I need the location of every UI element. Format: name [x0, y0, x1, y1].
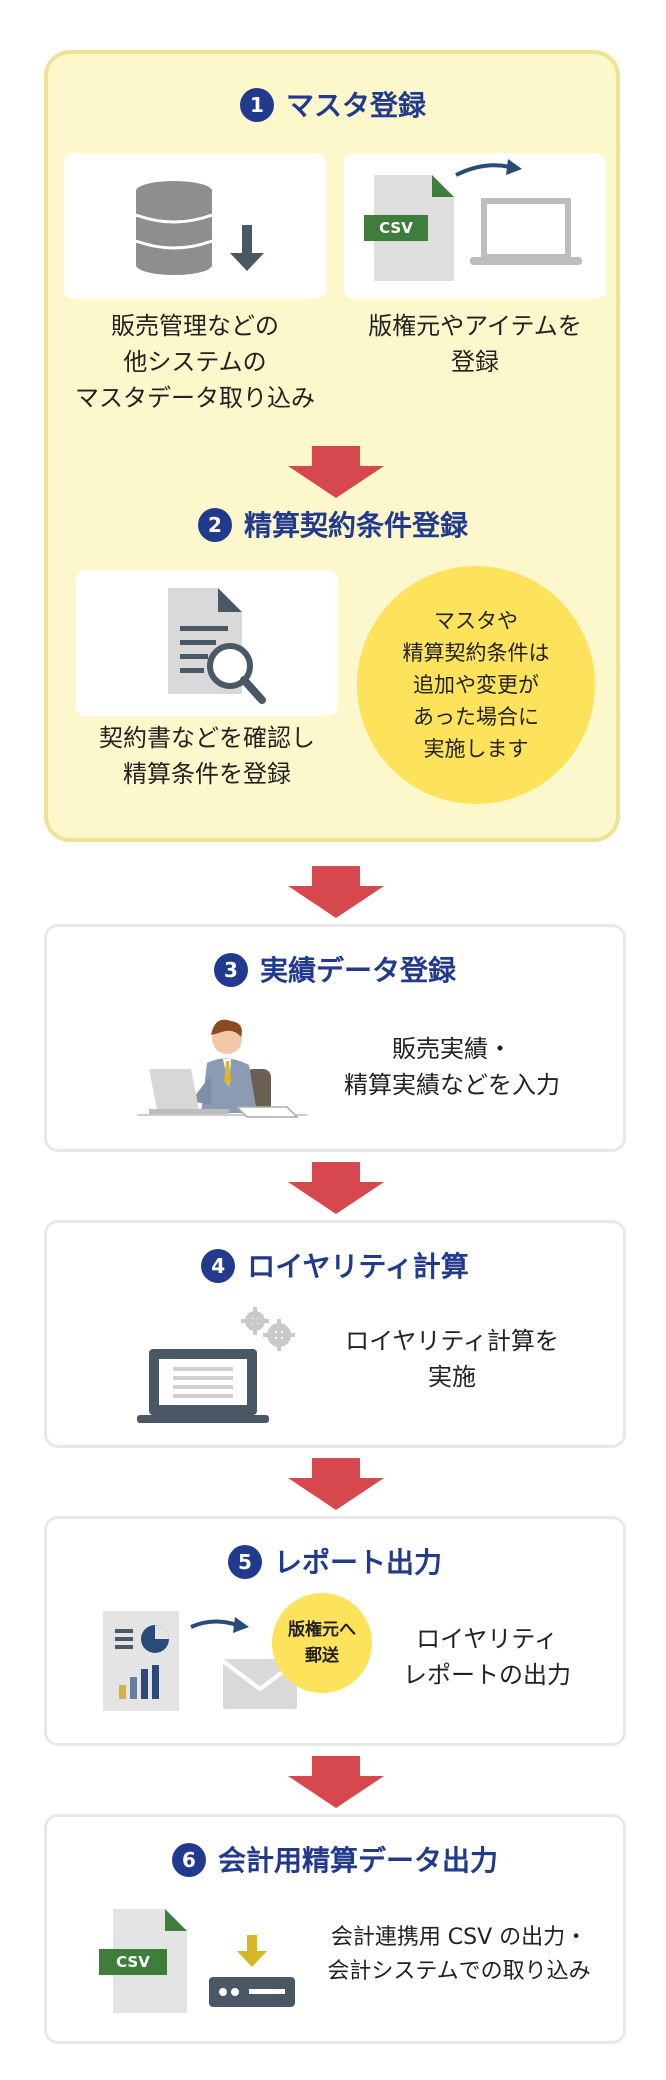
step-6-title: 6 会計用精算データ出力 — [47, 1841, 623, 1881]
csv-download-icon — [99, 1909, 295, 2013]
step-2-title: 2 精算契約条件登録 — [0, 506, 666, 546]
step-1-title: 1 マスタ登録 — [0, 86, 666, 126]
step-2-title-text: 精算契約条件登録 — [243, 509, 468, 542]
step-2-item-1-text: 契約書などを確認し 精算条件を登録 — [99, 724, 315, 788]
laptop-gears-icon — [137, 1307, 295, 1423]
step-2-note-text: マスタや 精算契約条件は 追加や変更が あった場合に 実施します — [402, 609, 550, 761]
step-1-item-1-icon-box — [64, 153, 326, 299]
step-5-text: ロイヤリティ レポートの出力 — [403, 1625, 571, 1689]
flow-arrow-5 — [288, 1756, 384, 1808]
step-5-title: 5 レポート出力 — [47, 1543, 623, 1583]
step-4-title: 4 ロイヤリティ計算 — [47, 1247, 623, 1287]
step-1-item-2-text: 版権元やアイテムを 登録 — [368, 312, 582, 376]
step-4-title-text: ロイヤリティ計算 — [247, 1250, 469, 1283]
step-5-card: 5 レポート出力 版権元へ 郵送 ロイヤリティ レポートの出力 — [44, 1516, 626, 1746]
step-4-number: 4 — [201, 1249, 236, 1283]
step-4-text: ロイヤリティ計算を 実施 — [345, 1327, 559, 1391]
step-3-number: 3 — [213, 953, 248, 987]
step-1-title-text: マスタ登録 — [285, 89, 426, 122]
step-5-badge-circle: 版権元へ 郵送 — [272, 1593, 372, 1693]
flow-arrow-3 — [288, 1162, 384, 1214]
flow-arrow-2 — [288, 866, 384, 918]
step-2-item-1-icon-box — [76, 570, 338, 716]
flow-arrow-4 — [288, 1458, 384, 1510]
flow-arrow-1 — [288, 446, 384, 498]
step-5-title-text: レポート出力 — [273, 1546, 442, 1579]
step-6-card: 6 会計用精算データ出力 CSV 会計連携用 CSV の出力・ 会計システムでの取… — [44, 1814, 626, 2044]
csv-badge-label: CSV — [379, 219, 413, 237]
step-3-card: 3 実績データ登録 販売実績・ 精算実績などを入力 — [44, 924, 626, 1152]
step-2-note-circle: マスタや 精算契約条件は 追加や変更が あった場合に 実施します — [357, 566, 595, 804]
report-mail-icon — [103, 1611, 299, 1711]
csv-to-laptop-icon — [364, 159, 582, 281]
step-2-number: 2 — [197, 508, 232, 542]
step-6-text: 会計連携用 CSV の出力・ 会計システムでの取り込み — [327, 1925, 591, 1984]
step-3-title: 3 実績データ登録 — [47, 951, 623, 991]
step-5-badge-text: 版権元へ 郵送 — [288, 1620, 356, 1666]
csv-badge-label-2: CSV — [116, 1953, 150, 1971]
step-3-title-text: 実績データ登録 — [259, 954, 456, 987]
database-download-icon — [135, 181, 264, 275]
step-1-item-2-icon-box: CSV — [344, 153, 606, 299]
step-1-number: 1 — [239, 88, 274, 122]
step-3-text: 販売実績・ 精算実績などを入力 — [344, 1035, 560, 1099]
step-4-card: 4 ロイヤリティ計算 ロイヤリティ計算を 実施 — [44, 1220, 626, 1448]
step-5-number: 5 — [227, 1545, 262, 1579]
step-1-item-1-text: 販売管理などの 他システムの マスタデータ取り込み — [75, 312, 315, 412]
document-search-icon — [168, 588, 266, 704]
businessman-laptop-icon — [137, 1019, 307, 1118]
step-6-number: 6 — [171, 1843, 206, 1877]
step-6-title-text: 会計用精算データ出力 — [217, 1844, 498, 1877]
